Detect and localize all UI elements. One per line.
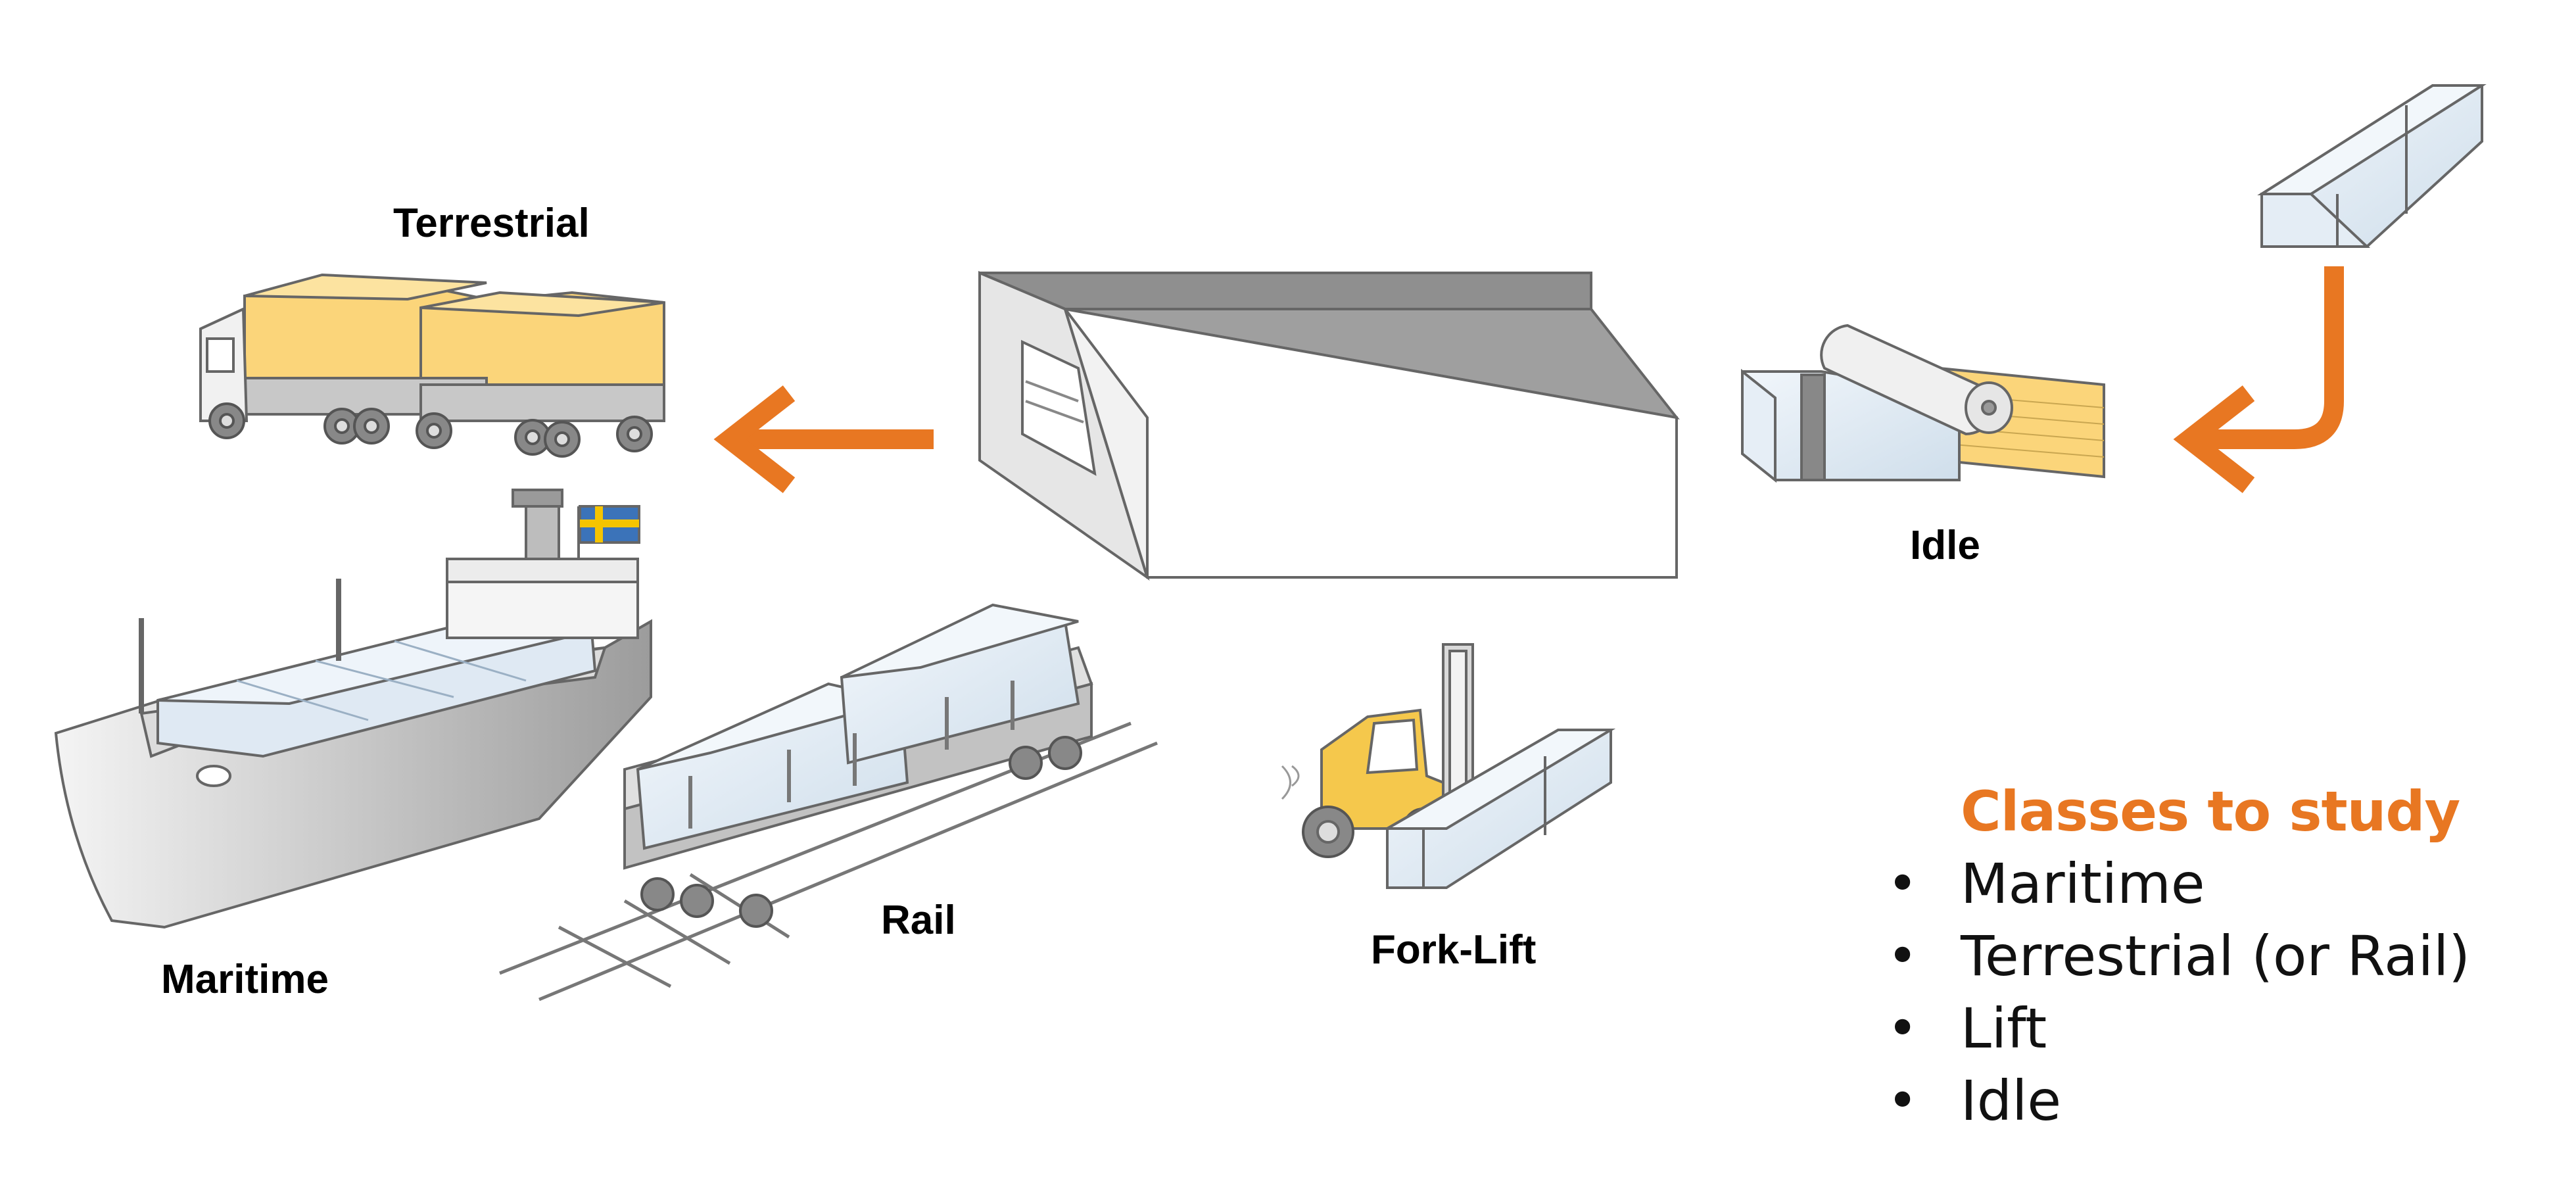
label-idle: Idle xyxy=(1910,523,1980,568)
label-terrestrial: Terrestrial xyxy=(393,201,590,246)
truck-icon xyxy=(199,273,665,458)
legend-list: • Maritime • Terrestrial (or Rail) • Lift •… xyxy=(1887,848,2470,1137)
legend-title: Classes to study xyxy=(1961,779,2460,844)
arrow-left-icon xyxy=(713,385,934,493)
rail-wagon-icon xyxy=(499,603,1158,1001)
ship-icon xyxy=(54,489,652,929)
bullet-icon: • xyxy=(1887,925,1919,986)
bullet-icon: • xyxy=(1887,853,1919,914)
label-maritime: Maritime xyxy=(161,957,329,1002)
legend-item-label: Maritime xyxy=(1961,852,2205,916)
legend-item: • Maritime xyxy=(1887,848,2470,920)
label-rail: Rail xyxy=(881,898,956,943)
idle-icon xyxy=(1741,324,2105,483)
legend-item-label: Lift xyxy=(1961,996,2047,1061)
bullet-icon: • xyxy=(1887,1070,1919,1131)
legend-item: • Idle xyxy=(1887,1065,2470,1137)
legend-item-label: Terrestrial (or Rail) xyxy=(1961,924,2471,988)
legend-item: • Lift xyxy=(1887,992,2470,1065)
label-forklift: Fork-Lift xyxy=(1371,927,1536,973)
bullet-icon: • xyxy=(1887,998,1919,1059)
curved-arrow-icon xyxy=(2173,266,2344,493)
legend-item-label: Idle xyxy=(1961,1069,2062,1133)
forklift-icon xyxy=(1281,643,1616,889)
package-icon xyxy=(2257,84,2487,248)
legend: Classes to study • Maritime • Terrestrial … xyxy=(1887,779,2470,1137)
legend-item: • Terrestrial (or Rail) xyxy=(1887,920,2470,992)
warehouse-icon xyxy=(978,270,1680,581)
